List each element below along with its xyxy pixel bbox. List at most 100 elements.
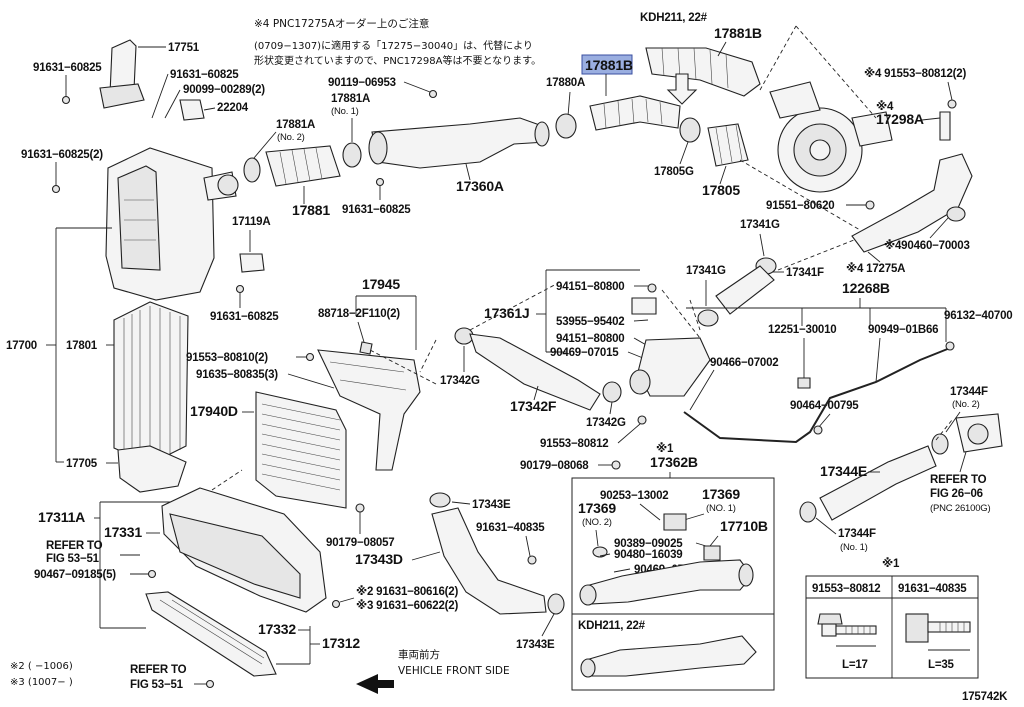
label-17344F-no1[interactable]: 17344F [838, 528, 876, 540]
label-17331[interactable]: 17331 [104, 524, 143, 540]
label-17881A-no1[interactable]: 17881A [331, 93, 370, 105]
label-53955-95402[interactable]: 53955−95402 [556, 316, 625, 328]
label-91631-60825-a[interactable]: 91631−60825 [33, 62, 102, 74]
hose-17881B-upper [645, 47, 761, 97]
label-94151-80800-b[interactable]: 94151−80800 [556, 333, 625, 345]
bolt-91631-40835 [905, 613, 971, 651]
label-17705[interactable]: 17705 [66, 458, 98, 470]
label-17369-no2[interactable]: 17369 [578, 500, 617, 516]
label-96132-40700[interactable]: 96132−40700 [944, 310, 1013, 322]
label-refer-fig53-a: REFER TO [46, 540, 103, 552]
label-91631-60825-2[interactable]: 91631−60825(2) [21, 149, 103, 161]
label-17945[interactable]: 17945 [362, 276, 401, 292]
label-91551-80620[interactable]: 91551−80620 [766, 200, 835, 212]
figure-id: 175742K [962, 691, 1008, 703]
label-17362B[interactable]: 17362B [650, 454, 698, 470]
label-91631-60825-d[interactable]: 91631−60825 [342, 204, 411, 216]
label-refer-fig53-a2: FIG 53−51 [46, 553, 100, 565]
label-17342F[interactable]: 17342F [510, 398, 557, 414]
label-refer-fig26-c: (PNC 26100G) [930, 503, 990, 514]
turbocharger [769, 81, 893, 193]
label-17344F-no2[interactable]: 17344F [950, 386, 988, 398]
label-22204[interactable]: 22204 [217, 102, 249, 114]
label-refer-fig26-a: REFER TO [930, 474, 987, 486]
highlight-17881B[interactable] [581, 54, 633, 75]
label-17344E[interactable]: 17344E [820, 463, 867, 479]
label-17881B[interactable]: 17881B [714, 25, 762, 41]
label-17805G[interactable]: 17805G [654, 166, 694, 178]
label-17360A[interactable]: 17360A [456, 178, 504, 194]
label-90480-16039[interactable]: 90480−16039 [614, 549, 683, 561]
label-90389-09025[interactable]: 90389−09025 [614, 538, 683, 550]
label-17298A[interactable]: 17298A [876, 111, 924, 127]
label-12251-30010[interactable]: 12251−30010 [768, 324, 837, 336]
air-filter-element [113, 301, 189, 465]
label-17311A[interactable]: 17311A [38, 509, 85, 525]
label-90119-06953[interactable]: 90119−06953 [328, 77, 396, 89]
label-12268B[interactable]: 12268B [842, 280, 890, 296]
label-91631-60622[interactable]: ※3 91631−60622(2) [356, 598, 459, 612]
pipe-17275A [851, 153, 973, 253]
label-91553-80812[interactable]: 91553−80812 [540, 438, 609, 450]
label-17751[interactable]: 17751 [168, 42, 200, 54]
hose-17343D [431, 507, 547, 615]
pipe-17805 [707, 123, 749, 167]
label-date-range-2: ※2 ( −1006) [10, 661, 73, 672]
vehicle-front-arrow [356, 674, 394, 694]
label-17341F[interactable]: 17341F [786, 267, 824, 279]
label-17369-no1[interactable]: 17369 [702, 486, 741, 502]
label-90179-08057[interactable]: 90179−08057 [326, 537, 395, 549]
label-17119A[interactable]: 17119A [232, 216, 271, 228]
label-17343E-b[interactable]: 17343E [516, 639, 555, 651]
label-17312[interactable]: 17312 [322, 635, 361, 651]
label-17940D[interactable]: 17940D [190, 403, 238, 419]
label-90949-01B66[interactable]: 90949−01B66 [868, 324, 939, 336]
pipe-17361J [629, 337, 711, 397]
note-line2: 形状変更されていますので、PNC17298A等は不要となります。 [254, 54, 541, 67]
label-90179-08068[interactable]: 90179−08068 [520, 460, 589, 472]
label-17880A[interactable]: 17880A [546, 77, 585, 89]
label-no1-c: (NO. 1) [706, 503, 736, 514]
duct-17311A [161, 487, 327, 613]
label-90253-13002[interactable]: 90253−13002 [600, 490, 669, 502]
throttle-body [955, 413, 1003, 453]
label-88718-2F110[interactable]: 88718−2F110(2) [318, 308, 400, 320]
label-90099-00289[interactable]: 90099−00289(2) [183, 84, 265, 96]
label-17342G-b[interactable]: 17342G [586, 417, 626, 429]
vacuum-hose-route [683, 341, 955, 444]
label-star1-a: ※1 [656, 441, 674, 455]
label-91631-60825-b[interactable]: 91631−60825 [170, 69, 239, 81]
label-91553-80810[interactable]: 91553−80810(2) [186, 352, 268, 364]
label-91631-40835[interactable]: 91631−40835 [476, 522, 545, 534]
label-17341G-a[interactable]: 17341G [740, 219, 780, 231]
label-17332[interactable]: 17332 [258, 621, 297, 637]
label-17801[interactable]: 17801 [66, 340, 98, 352]
label-17343D[interactable]: 17343D [355, 551, 403, 567]
label-17881B-highlighted[interactable]: 17881B [585, 57, 633, 73]
label-90467-09185[interactable]: 90467−09185(5) [34, 569, 116, 581]
label-91631-80616[interactable]: ※2 91631−80616(2) [356, 584, 459, 598]
air-cleaner-duct-17751 [99, 39, 145, 109]
label-91635-80835[interactable]: 91635−80835(3) [196, 369, 278, 381]
label-17342G-a[interactable]: 17342G [440, 375, 480, 387]
label-90469-07015-a[interactable]: 90469−07015 [550, 347, 619, 359]
label-90466-07002[interactable]: 90466−07002 [710, 357, 779, 369]
label-17881A-no2[interactable]: 17881A [276, 119, 315, 131]
hose-17342F [469, 333, 601, 411]
label-94151-80800-a[interactable]: 94151−80800 [556, 281, 625, 293]
bolt-91553-80812 [817, 613, 877, 647]
label-17710B[interactable]: 17710B [720, 518, 768, 534]
label-17343E-a[interactable]: 17343E [472, 499, 511, 511]
label-91631-60825-c[interactable]: 91631−60825 [210, 311, 279, 323]
label-17805[interactable]: 17805 [702, 182, 741, 198]
label-vehicle-front-en: VEHICLE FRONT SIDE [398, 665, 510, 677]
label-91553-80812-2[interactable]: ※4 91553−80812(2) [864, 66, 967, 80]
label-17700[interactable]: 17700 [6, 340, 37, 352]
label-17275A[interactable]: ※4 17275A [846, 261, 905, 275]
label-490460-70003[interactable]: ※490460−70003 [884, 238, 970, 252]
label-17361J[interactable]: 17361J [484, 305, 530, 321]
label-17881[interactable]: 17881 [292, 202, 331, 218]
label-17341G-b[interactable]: 17341G [686, 265, 726, 277]
bolt-table-h2: 91631−40835 [898, 583, 967, 595]
